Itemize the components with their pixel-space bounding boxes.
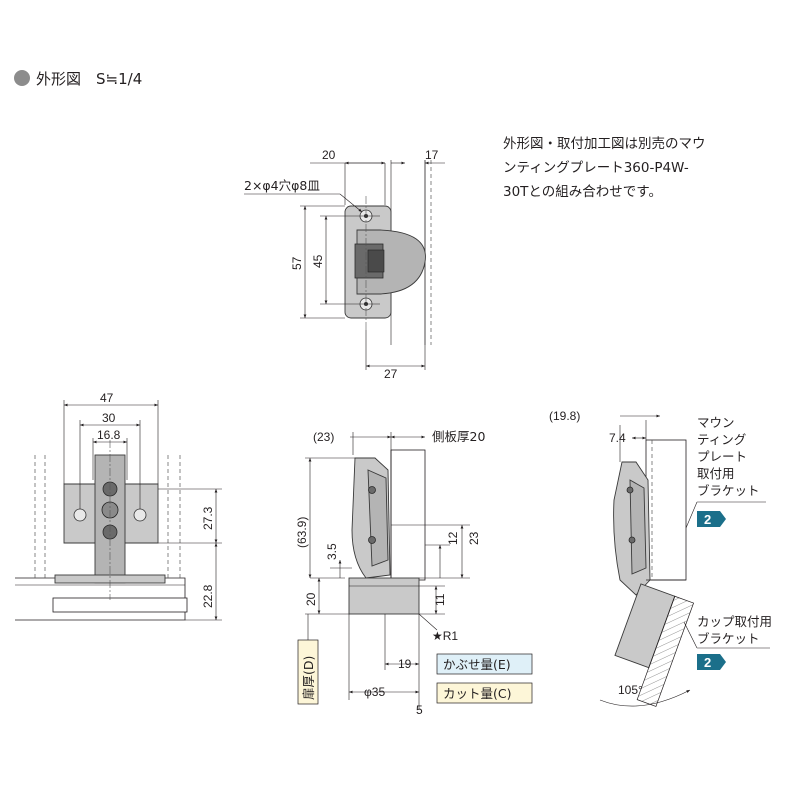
open-side-panel: [645, 439, 687, 581]
open-door: [636, 595, 695, 707]
front-dim-47: 47: [100, 391, 114, 405]
side-dim-19: 19: [398, 657, 412, 671]
overlay-label: かぶせ量(E): [443, 657, 511, 672]
note-block: 外形図・取付加工図は別売のマウ ンティングプレート360-P4W- 30Tとの組…: [503, 136, 706, 200]
cup-label-2: ブラケット: [697, 631, 760, 646]
front-dim-30: 30: [102, 411, 116, 425]
cup-body: [348, 577, 420, 615]
side-dim-phi35: φ35: [364, 685, 385, 699]
side-dim-3-5: 3.5: [325, 543, 339, 560]
cup-label-1: カップ取付用: [697, 614, 772, 629]
open-dim-19-8: (19.8): [549, 409, 580, 423]
plate-label-4: 取付用: [697, 466, 735, 481]
side-dim-23: (23): [313, 430, 334, 444]
side-dim-5: 5: [416, 703, 423, 717]
title-group: 外形図 S≒1/4: [14, 70, 142, 88]
door-thickness-label: 扉厚(D): [301, 656, 316, 700]
side-view: (23) 側板厚20 (63.9) 3.5 20 12 23 11 ★R1 扉: [295, 429, 533, 717]
open-dim-7-4: 7.4: [609, 431, 626, 445]
side-r1: ★R1: [432, 629, 458, 643]
hole-spec-label: 2×φ4穴φ8皿: [244, 178, 320, 193]
top-dim-45: 45: [311, 254, 325, 268]
top-dim-57: 57: [290, 256, 304, 270]
bullet-icon: [14, 70, 30, 86]
side-dim-20: 20: [304, 592, 318, 606]
open-view: (19.8) 7.4 マウン ティング プレート 取付用 ブラケット 2 カップ…: [549, 409, 772, 707]
top-view: 20 17 2×φ4穴φ8皿 57 45 27: [244, 148, 445, 381]
top-dim-20: 20: [322, 148, 336, 162]
side-dim-23b: 23: [467, 531, 481, 545]
plate-label-3: プレート: [697, 449, 747, 464]
side-dim-11: 11: [433, 593, 447, 606]
side-dim-12: 12: [446, 531, 460, 545]
page-title: 外形図 S≒1/4: [36, 70, 142, 88]
front-view: 47 30 16.8 27.3 22.8: [15, 391, 222, 621]
front-arm: [94, 454, 126, 584]
note-line-2: ンティングプレート360-P4W-: [503, 160, 689, 176]
cut-label: カット量(C): [443, 686, 511, 701]
front-dim-27-3: 27.3: [201, 506, 215, 530]
cup-badge-icon: [697, 654, 726, 670]
top-dim-27: 27: [384, 367, 398, 381]
plate-label-1: マウン: [697, 415, 735, 430]
open-angle: 105°: [618, 683, 643, 697]
note-line-1: 外形図・取付加工図は別売のマウ: [503, 136, 706, 152]
plate-label-5: ブラケット: [697, 483, 760, 498]
plate-badge-icon: [697, 511, 726, 527]
front-dim-22-8: 22.8: [201, 584, 215, 608]
side-panel-thickness: 側板厚20: [432, 429, 485, 444]
cut-box: [436, 682, 533, 704]
cup-badge-number: 2: [704, 655, 711, 670]
front-dim-16-8: 16.8: [97, 428, 121, 442]
note-line-3: 30Tとの組み合わせです。: [503, 184, 662, 200]
top-dim-17: 17: [425, 148, 439, 162]
side-dim-63-9: (63.9): [295, 517, 309, 548]
side-panel: [390, 449, 426, 581]
overlay-box: [436, 653, 533, 675]
plate-badge-number: 2: [704, 512, 711, 527]
plate-label-2: ティング: [697, 432, 746, 447]
